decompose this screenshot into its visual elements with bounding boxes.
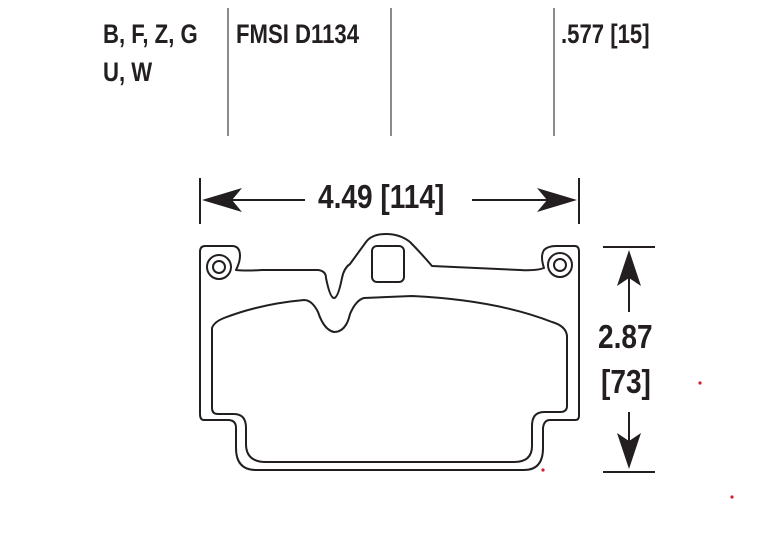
- pad-thickness: .577 [15]: [561, 19, 650, 49]
- friction-material-outline: [211, 295, 568, 463]
- height-dimension-line: [603, 246, 655, 473]
- width-dimension-line: [199, 178, 580, 224]
- height-dimension-inches: 2.87: [598, 318, 653, 355]
- header-divider-2: [390, 8, 392, 136]
- fmsi-number: FMSI D1134: [236, 19, 360, 49]
- marker-dot: [698, 381, 702, 385]
- right-mounting-hole-inner: [553, 258, 567, 272]
- header-divider-3: [553, 8, 555, 136]
- arrow-left-icon: [202, 188, 242, 212]
- backing-plate-outline: [199, 233, 580, 471]
- marker-dot: [730, 495, 734, 499]
- header-divider-1: [227, 8, 229, 136]
- height-dimension-mm: [73]: [601, 363, 651, 400]
- arrow-down-icon: [617, 433, 641, 469]
- marker-dot: [541, 468, 545, 472]
- left-mounting-hole-inner: [212, 260, 226, 274]
- arrow-up-icon: [617, 250, 641, 286]
- compound-codes-line2: U, W: [103, 57, 153, 87]
- center-tab: [371, 245, 405, 283]
- arrow-right-icon: [537, 188, 577, 212]
- compound-codes-line1: B, F, Z, G: [103, 19, 198, 49]
- right-mounting-hole: [547, 252, 573, 278]
- left-mounting-hole: [206, 254, 232, 280]
- width-dimension-label: 4.49 [114]: [318, 178, 445, 215]
